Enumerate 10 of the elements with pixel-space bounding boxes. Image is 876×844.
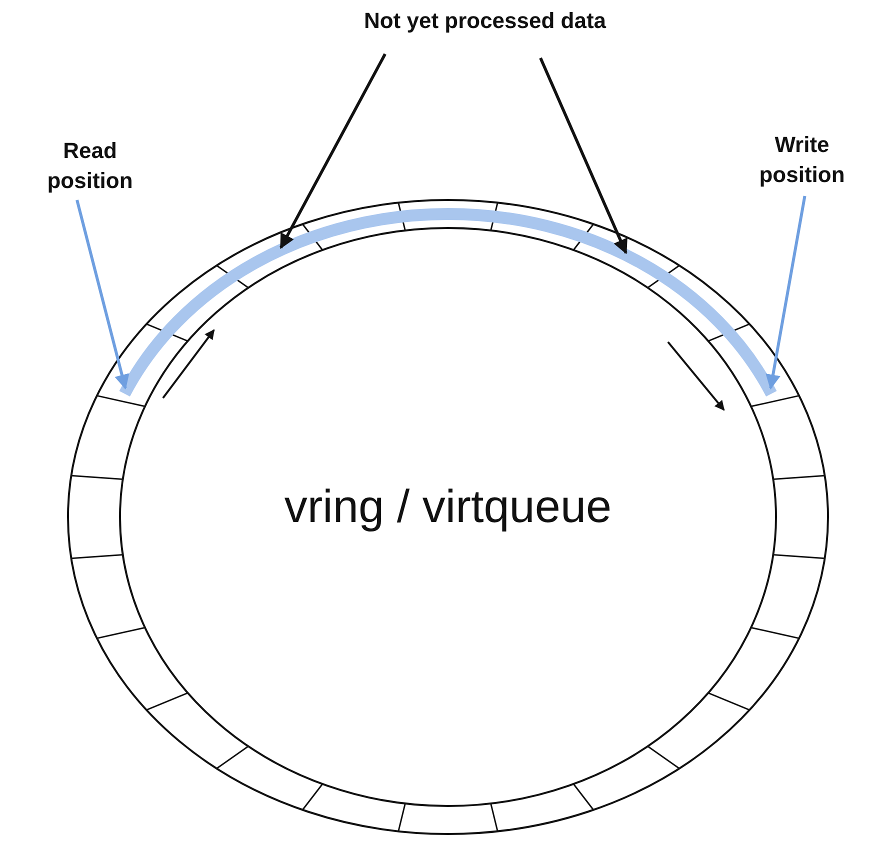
leader-arrow <box>539 57 628 254</box>
ring-label: vring / virtqueue <box>283 479 613 534</box>
annotation-label: Read position <box>25 136 155 196</box>
annotation-label: Write position <box>732 130 872 190</box>
annotation-label: Not yet processed data <box>300 6 670 36</box>
highlight-band <box>119 208 777 397</box>
ring-buffer-drawing <box>67 199 829 835</box>
leader-arrow <box>280 53 386 250</box>
leader-arrow <box>76 200 130 390</box>
leader-arrow <box>766 196 806 390</box>
